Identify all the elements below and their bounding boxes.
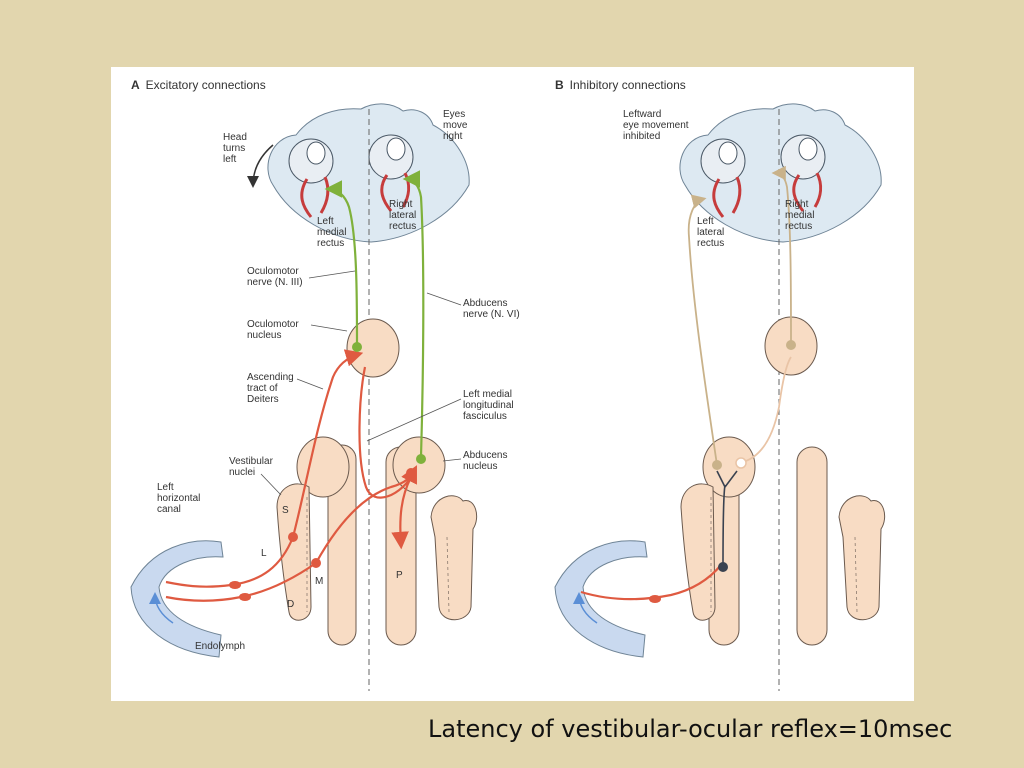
panel-b-title-text: Inhibitory connections: [570, 78, 686, 92]
panel-b-letter: B: [555, 78, 564, 92]
label-ascending-tract: Ascending tract of Deiters: [247, 372, 296, 405]
label-right-medial-rectus: Right medial rectus: [785, 199, 817, 232]
right-eye-a: [368, 134, 414, 212]
figure-panel: A Excitatory connections: [111, 67, 914, 701]
abducens-motoneuron: [416, 454, 426, 464]
left-column-top-a: [296, 436, 350, 498]
inhibited-abducens-nerve: [687, 194, 718, 466]
left-horizontal-canal-shape: [130, 540, 224, 658]
abducens-nerve-fiber: [402, 170, 425, 458]
leader-oculomotor-nerve: [308, 270, 356, 279]
label-nucleus-l: L: [261, 548, 267, 559]
label-endolymph: Endolymph: [195, 641, 245, 652]
label-abducens-nerve: Abducens nerve (N. VI): [463, 298, 520, 320]
inhibitory-interneuron-axon: [722, 484, 726, 568]
leader-left-mlf: [366, 398, 462, 442]
panel-a-letter: A: [131, 78, 140, 92]
label-left-lateral-rectus: Left lateral rectus: [697, 216, 727, 249]
vestibular-neuron-2: [311, 558, 321, 568]
label-eyes-move: Eyes move right: [443, 109, 470, 142]
label-nucleus-m: M: [315, 576, 323, 587]
inhibited-interneuron: [735, 457, 747, 469]
leader-abducens-nerve: [426, 292, 462, 306]
vestibular-nuclei-shape: [276, 483, 312, 621]
abducens-descending-fiber: [391, 476, 412, 550]
right-cerebellar-dash-b: [854, 536, 858, 613]
leader-vestibular-nuclei: [260, 473, 282, 496]
leader-ascending-tract: [296, 378, 324, 390]
panel-b: B Inhibitory connections: [554, 78, 886, 691]
leader-oculomotor-nucleus: [310, 324, 348, 332]
label-left-mlf: Left medial longitudinal fasciculus: [463, 389, 516, 422]
label-head-turns: Head turns left: [223, 132, 250, 165]
vor-diagram: A Excitatory connections: [130, 78, 886, 691]
label-nucleus-s: S: [282, 505, 289, 516]
oculomotor-motoneuron: [352, 342, 362, 352]
vestibular-nuclei-b-shape: [680, 483, 716, 621]
ascending-tract-fiber: [291, 349, 364, 538]
inhibitory-branch-left: [716, 470, 726, 488]
afferent-ganglion-b: [649, 595, 661, 603]
right-cerebellar-shape-b: [838, 495, 886, 621]
head-turn-arrow: [247, 144, 274, 188]
right-column-b: [796, 446, 828, 646]
label-left-medial-rectus: Left medial rectus: [317, 216, 349, 249]
inhibited-oculomotor-nerve: [771, 165, 792, 344]
right-eye-b: [780, 134, 826, 212]
vestibular-neuron-1: [288, 532, 298, 542]
label-oculomotor-nerve: Oculomotor nerve (N. III): [247, 266, 303, 288]
label-leftward: Leftward eye movement inhibited: [623, 109, 691, 142]
left-eye-b: [700, 138, 746, 218]
right-cerebellar-shape-a: [430, 495, 478, 621]
label-left-horizontal-canal: Left horizontal canal: [157, 482, 203, 515]
abducens-interneuron: [406, 468, 416, 478]
slide-caption: Latency of vestibular-ocular reflex=10ms…: [428, 715, 953, 743]
leader-abducens-nucleus: [442, 458, 462, 462]
label-nucleus-p: P: [396, 570, 403, 581]
mlf-fiber: [358, 366, 416, 499]
inhibitory-interneuron: [718, 562, 728, 572]
afferent-fiber-b: [580, 564, 722, 601]
label-vestibular-nuclei: Vestibular nuclei: [229, 456, 276, 478]
label-abducens-nucleus: Abducens nucleus: [463, 450, 510, 472]
inhibited-interneuron-fiber: [738, 356, 792, 464]
inhibited-oculomotor-motoneuron: [786, 340, 796, 350]
label-nucleus-d: D: [287, 599, 294, 610]
inhibited-abducens-motoneuron: [712, 460, 722, 470]
label-oculomotor-nucleus: Oculomotor nucleus: [247, 319, 301, 341]
panel-a: A Excitatory connections: [130, 78, 520, 691]
endolymph-arrow-b: [573, 592, 598, 624]
panel-b-title: B Inhibitory connections: [555, 78, 686, 92]
endolymph-arrow: [149, 592, 174, 624]
abducens-nucleus-b-shape: [702, 436, 756, 498]
afferent-ganglion-upper: [229, 581, 241, 589]
inhibitory-branch-right: [724, 470, 738, 488]
afferent-ganglion-lower: [239, 593, 251, 601]
left-horizontal-canal-b-shape: [554, 540, 648, 658]
right-cerebellar-dash-a: [446, 536, 450, 613]
oculomotor-nerve-fiber: [324, 180, 359, 346]
label-right-lateral-rectus: Right lateral rectus: [389, 199, 419, 232]
panel-a-title: A Excitatory connections: [131, 78, 266, 92]
panel-a-title-text: Excitatory connections: [146, 78, 266, 92]
